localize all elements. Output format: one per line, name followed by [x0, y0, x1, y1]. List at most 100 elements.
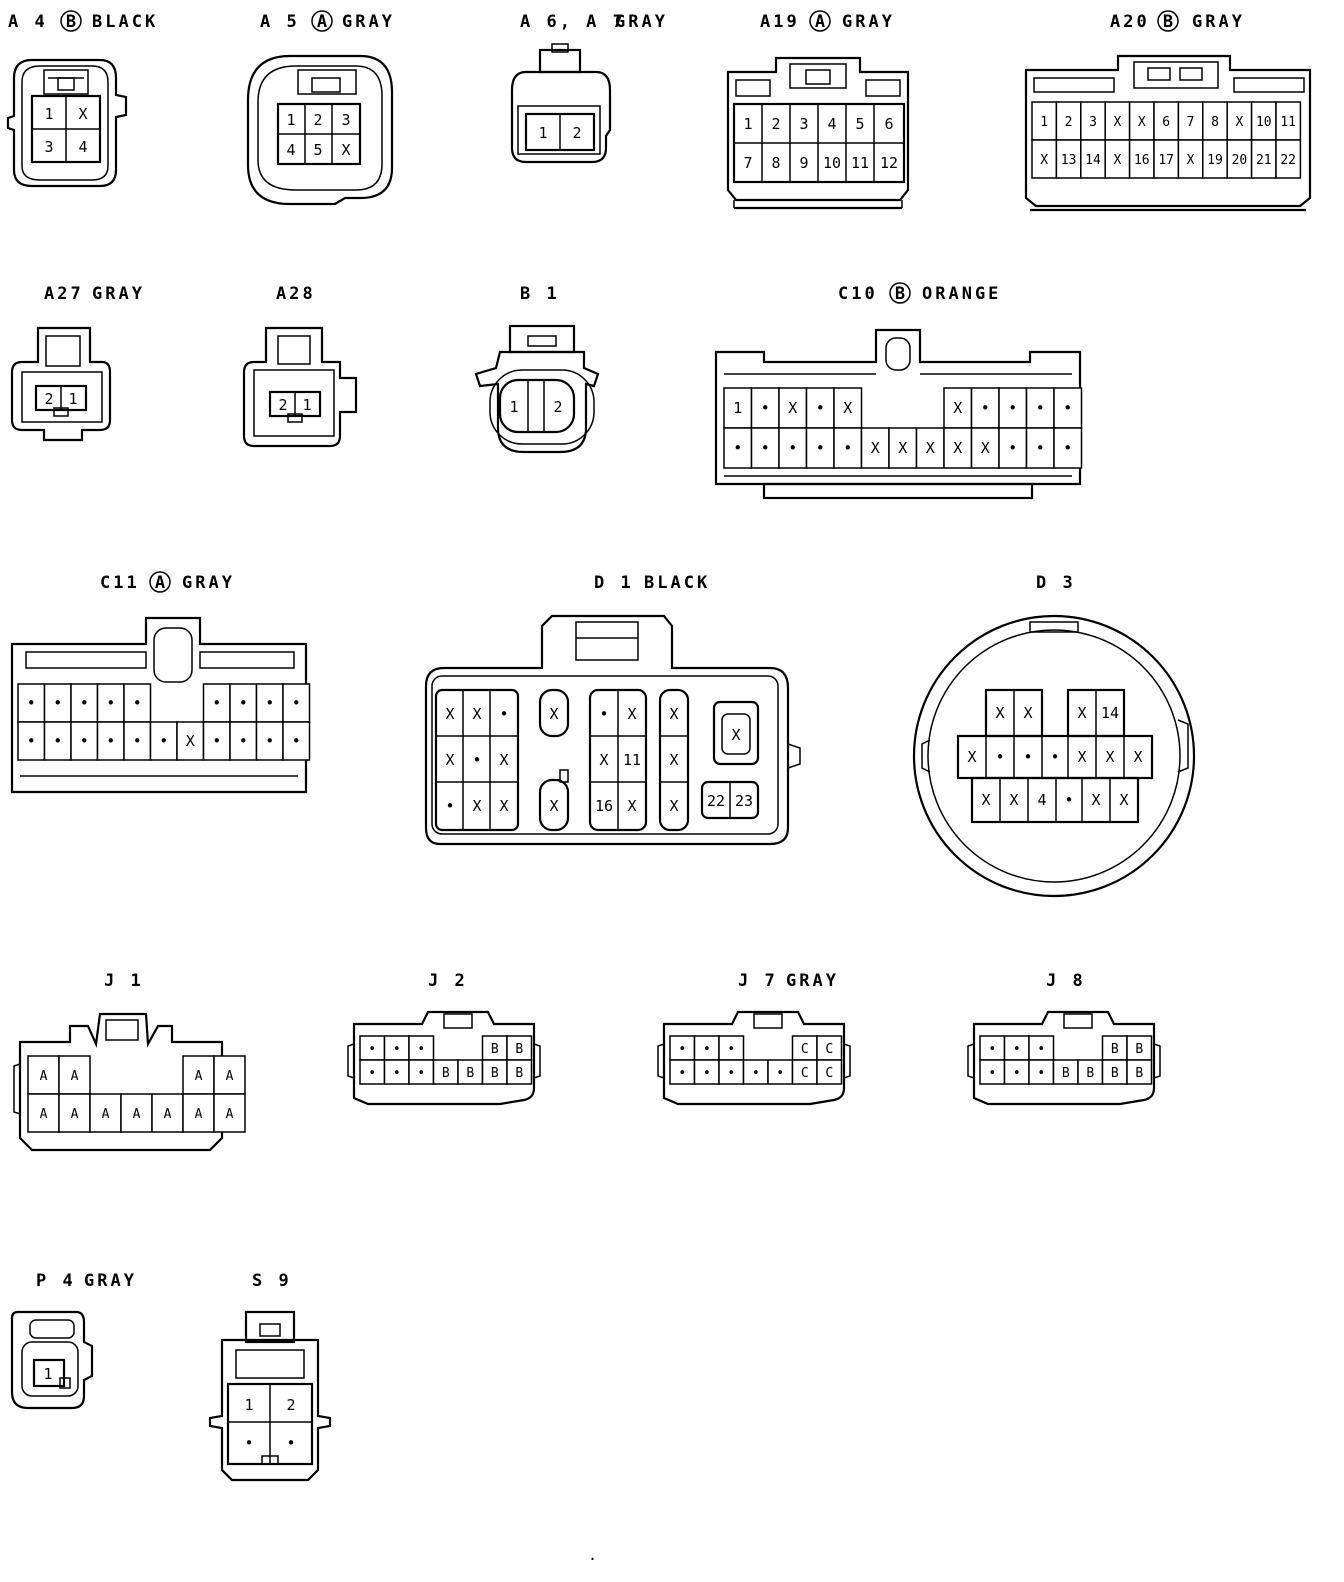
pin: X — [926, 439, 935, 457]
connector-a20-variant: B — [1163, 12, 1173, 32]
pin: • — [733, 439, 742, 457]
pin: X — [1009, 791, 1018, 809]
pin: X — [1113, 153, 1121, 168]
pin-cell — [1077, 1059, 1104, 1085]
connector-a4-pins: 1 X 3 4 — [44, 105, 87, 156]
pin-cell — [1031, 139, 1058, 179]
pin: • — [1063, 399, 1072, 417]
pin: B — [1062, 1066, 1070, 1081]
pin: 9 — [799, 154, 808, 172]
pin: 4 — [78, 138, 87, 156]
pin: 6 — [1162, 115, 1170, 130]
pin-cell — [43, 721, 72, 761]
pin: X — [78, 105, 87, 123]
connector-j2-housing — [347, 1010, 541, 1106]
pin: X — [1077, 704, 1086, 722]
pin: 7 — [743, 154, 752, 172]
pin-cell — [693, 1035, 720, 1061]
pin: 11 — [623, 751, 641, 769]
pin: B — [1111, 1042, 1119, 1057]
pin: • — [244, 1434, 253, 1452]
pin: • — [393, 1066, 401, 1081]
pin: • — [80, 694, 89, 712]
pin: • — [981, 399, 990, 417]
pin-cell — [123, 683, 152, 723]
pin: • — [1023, 748, 1032, 766]
pin: A — [102, 1107, 110, 1122]
pin: X — [953, 399, 962, 417]
pin: 5 — [313, 141, 322, 159]
pin: X — [549, 705, 558, 723]
pin: 1 — [743, 115, 752, 133]
pin: 5 — [855, 115, 864, 133]
pin: 22 — [1280, 153, 1296, 168]
pin: • — [727, 1042, 735, 1057]
pin: • — [27, 732, 36, 750]
connector-d1-code: D 1 — [594, 573, 634, 593]
pin: • — [239, 694, 248, 712]
connector-a19-color: GRAY — [842, 12, 895, 32]
pin-cell — [742, 1059, 769, 1085]
connector-a28-code: A28 — [276, 284, 316, 304]
connector-s9: S 9 1 2 • • — [208, 1271, 332, 1482]
pin-cell — [1031, 101, 1058, 141]
connector-a5-variant: A — [317, 12, 327, 32]
connector-a67-color: GRAY — [615, 12, 668, 32]
pin: • — [1037, 1066, 1045, 1081]
pin-cell — [149, 721, 178, 761]
connector-s9-label: S 9 — [252, 1271, 289, 1291]
connector-a27-label: A27 GRAY — [44, 284, 142, 304]
pin: • — [106, 732, 115, 750]
connector-d3-pins: X X X 14 X • • • X X X X X 4 • X X — [967, 704, 1142, 809]
pin: C — [825, 1066, 833, 1081]
pin: • — [1050, 748, 1059, 766]
connector-a4-code: A 4 — [8, 12, 48, 32]
pin: 10 — [1256, 115, 1272, 130]
connector-b1-code: B 1 — [520, 284, 560, 304]
connector-d1-housing — [424, 614, 801, 846]
connector-b1-pins: 1 2 — [509, 398, 562, 416]
connector-j7-housing — [657, 1010, 851, 1106]
connector-a4-housing — [6, 58, 128, 188]
connector-a27-housing — [10, 326, 112, 442]
connector-a28-housing — [242, 326, 358, 448]
connector-d1-color: BLACK — [644, 573, 710, 593]
pin: 12 — [880, 154, 898, 172]
pin-cell — [282, 721, 311, 761]
pin: • — [678, 1066, 686, 1081]
pin: A — [226, 1107, 234, 1122]
pin-cell — [1226, 139, 1253, 179]
pin-cell — [888, 427, 918, 469]
pin: • — [1036, 439, 1045, 457]
connector-d3: D 3 X X — [912, 573, 1196, 898]
pin: 8 — [771, 154, 780, 172]
pin-cell — [1028, 1059, 1055, 1085]
pin: 17 — [1158, 153, 1174, 168]
connector-a67: A 6, A 7 GRAY 1 2 — [510, 12, 668, 164]
pin: • — [1063, 439, 1072, 457]
connector-a20-label: A20 B GRAY — [1110, 10, 1242, 32]
connector-a27: A27 GRAY 2 1 — [10, 284, 142, 442]
pin: 8 — [1211, 115, 1219, 130]
pin: 1 — [302, 396, 311, 414]
pin: • — [368, 1066, 376, 1081]
pin: X — [669, 751, 678, 769]
pin: X — [731, 726, 740, 744]
connector-b1-housing — [474, 324, 600, 454]
pin: X — [499, 751, 508, 769]
pin: 6 — [884, 115, 893, 133]
pin: X — [472, 705, 481, 723]
connector-c11-code: C11 — [100, 573, 140, 593]
connector-c11-label: C11 A GRAY — [100, 571, 232, 593]
pin-cell — [17, 721, 46, 761]
pin-cell — [718, 1059, 745, 1085]
connector-a4-label: A 4 B BLACK — [8, 10, 155, 32]
connector-c11-housing — [10, 616, 308, 794]
